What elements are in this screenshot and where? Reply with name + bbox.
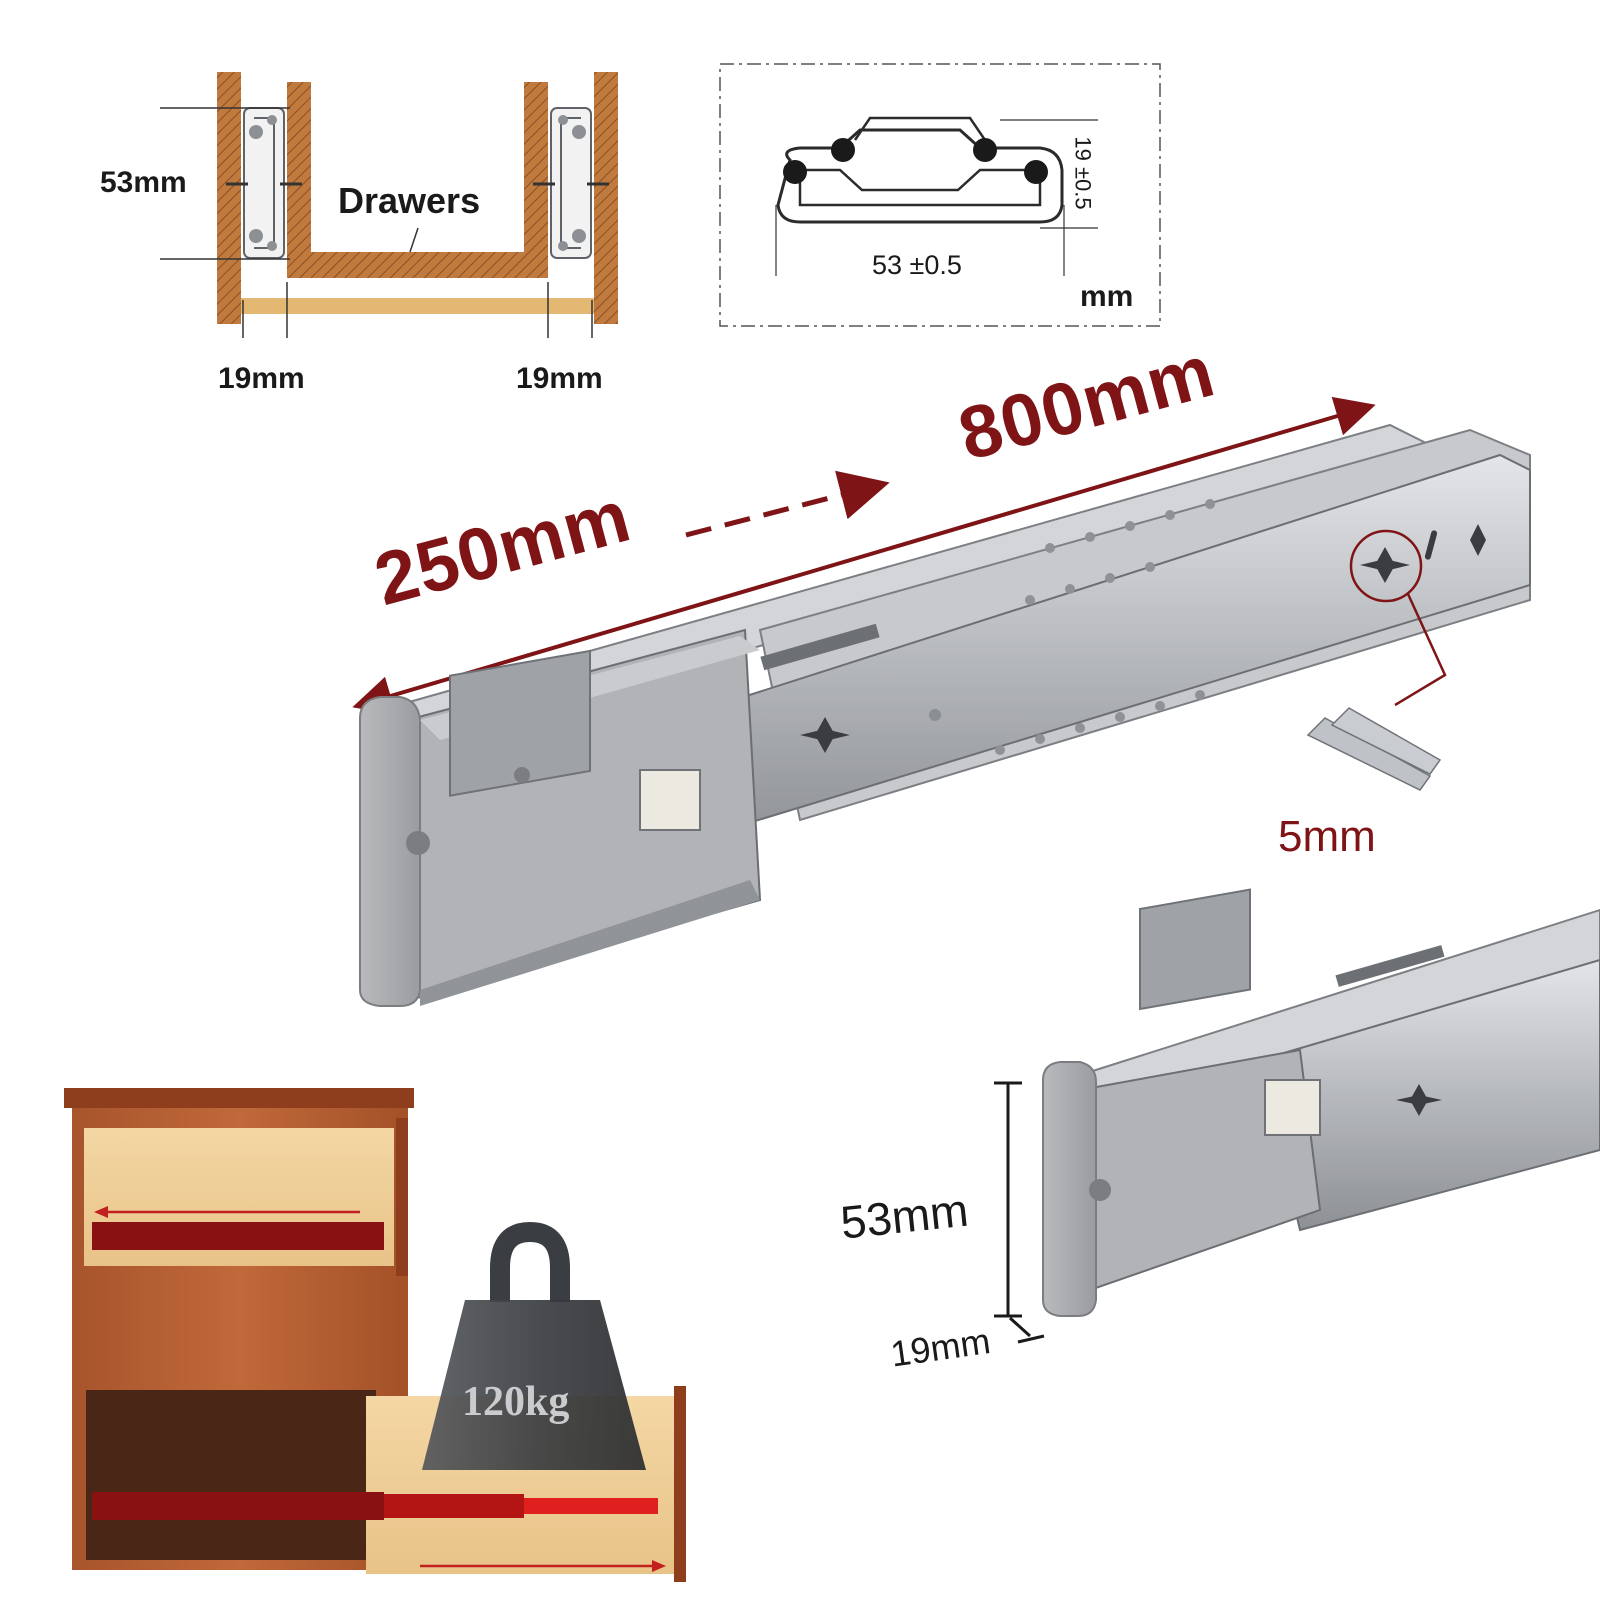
drawers-label: Drawers [338, 180, 481, 221]
drawer-slide-detail [994, 888, 1600, 1344]
gap-label-left: 19mm [218, 362, 305, 395]
profile-outer [776, 128, 1064, 224]
slide-section-left [226, 107, 302, 259]
ball-bearing-icon [783, 160, 807, 184]
load-capacity-label: 120kg [462, 1379, 570, 1425]
slide-bar-middle [384, 1494, 524, 1518]
callout-circle [1349, 529, 1423, 603]
gap-label-right: 19mm [516, 362, 603, 395]
mounting-bracket [449, 649, 591, 797]
profile-inner [798, 168, 1042, 207]
mounting-hole-icon [800, 717, 850, 753]
callout-line [1394, 593, 1447, 707]
drawer-box [287, 82, 548, 278]
slide-bar-fixed [92, 1492, 384, 1520]
extension-arrow [685, 470, 890, 538]
spring [760, 623, 880, 671]
cabinet-wall-left [217, 72, 241, 324]
length-arrow [352, 396, 1376, 716]
slide-bar-top [92, 1222, 384, 1250]
drawer-cavity [86, 1390, 376, 1560]
profile-thickness-label: 19 ±0.5 [1070, 136, 1096, 210]
cross-section-height-label: 53mm [100, 166, 187, 199]
screw-size-label: 5mm [1278, 812, 1376, 861]
profile-drawing [719, 63, 1161, 327]
drawing-frame [719, 63, 1161, 327]
cabinet-top [64, 1088, 414, 1108]
cross-section-diagram [160, 72, 618, 338]
cabinet-wall-right [594, 72, 618, 324]
weight-icon [422, 1221, 646, 1470]
drawer-slide-main [352, 396, 1531, 1007]
slide-bar-inner [524, 1498, 658, 1514]
profile-unit-label: mm [1080, 280, 1134, 313]
release-clip [639, 769, 701, 831]
cabinet-illustration [64, 1088, 686, 1582]
cabinet-bottom-plank [241, 298, 594, 314]
screw-icon [1306, 707, 1442, 791]
slide-section-right [533, 107, 609, 259]
profile-width-label: 53 ±0.5 [872, 250, 962, 280]
